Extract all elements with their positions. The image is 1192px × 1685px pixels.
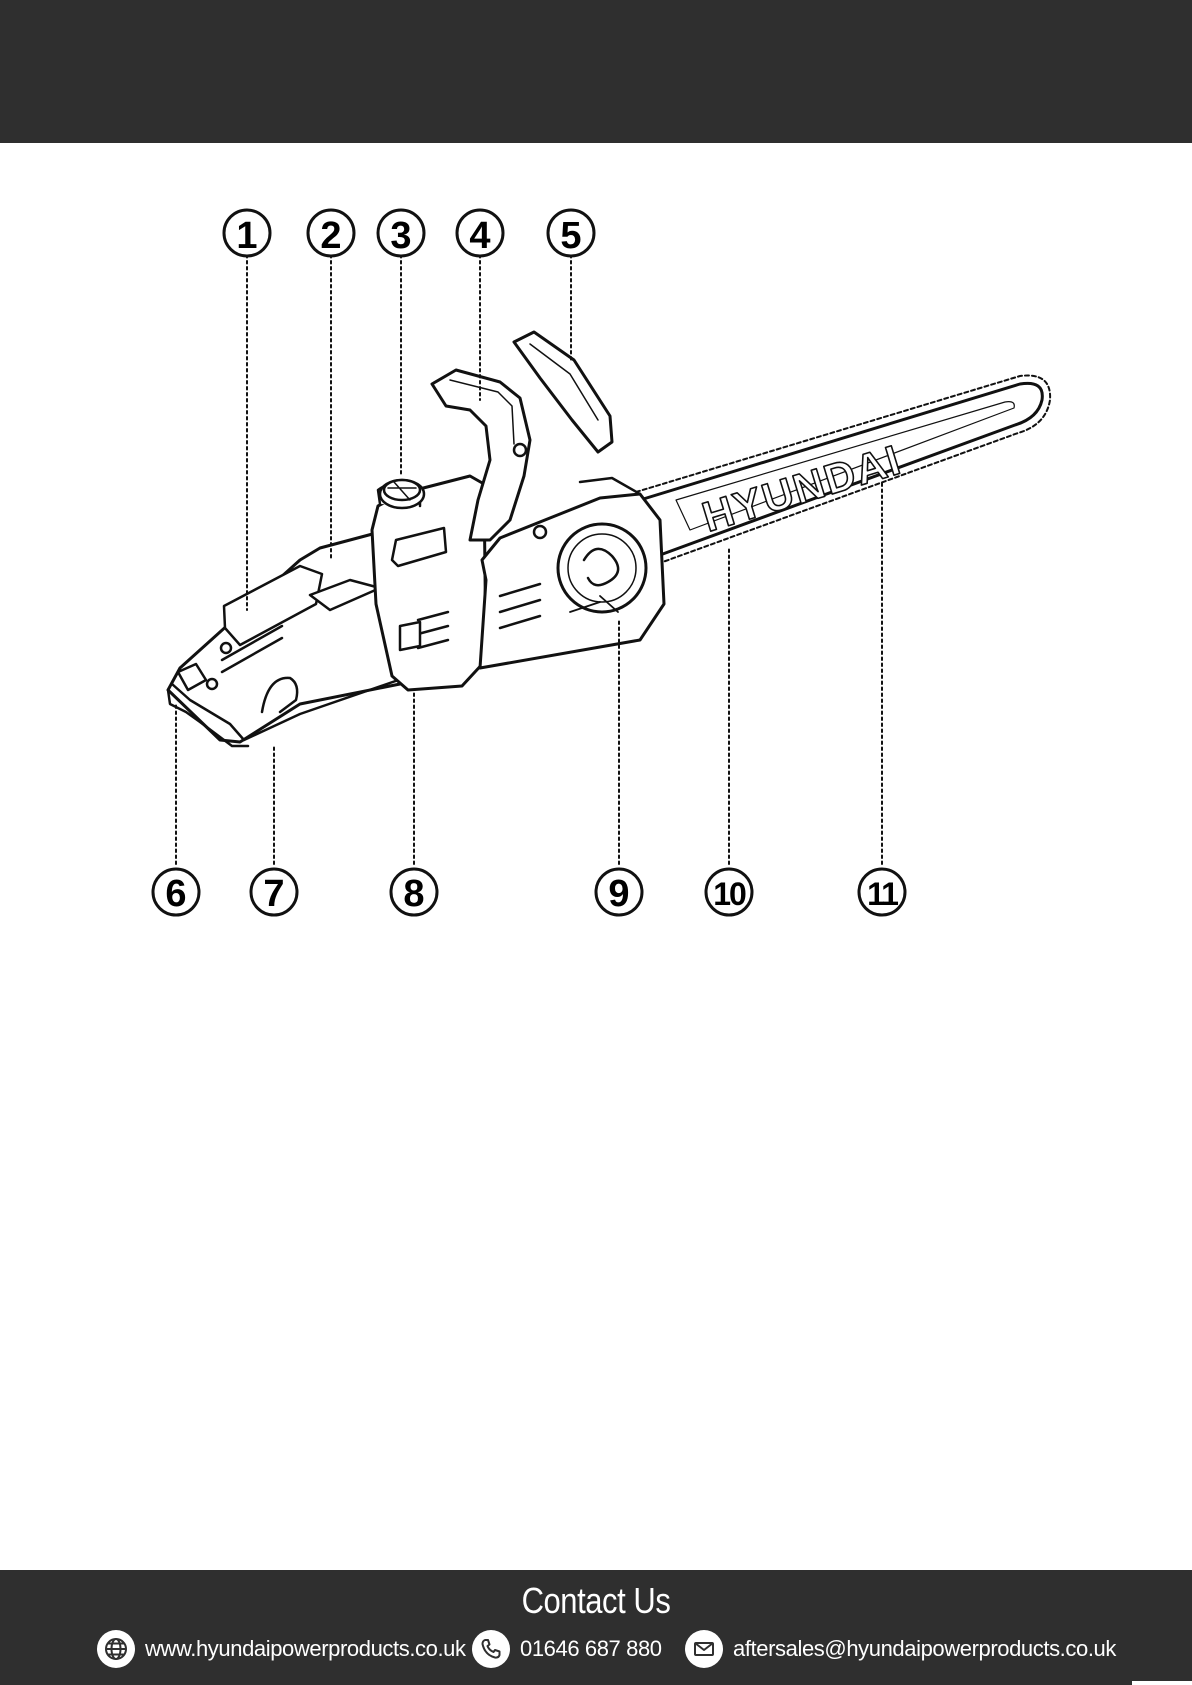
motor-housing [372, 476, 486, 690]
callout-7: 7 [251, 869, 297, 915]
svg-text:10: 10 [713, 876, 746, 912]
svg-text:3: 3 [390, 215, 411, 257]
chainsaw-parts-diagram: HYUNDAI 1 2 3 4 5 6 7 [0, 143, 1192, 1570]
svg-text:9: 9 [608, 873, 629, 915]
mail-icon [685, 1630, 723, 1668]
contact-footer: Contact Us www.hyundaipowerproducts.co.u… [0, 1570, 1192, 1685]
svg-text:7: 7 [263, 873, 284, 915]
callout-4: 4 [457, 210, 503, 257]
corner-mark [1132, 1681, 1192, 1685]
email-address[interactable]: aftersales@hyundaipowerproducts.co.uk [733, 1636, 1116, 1662]
website-link[interactable]: www.hyundaipowerproducts.co.uk [145, 1636, 466, 1662]
phone-icon [472, 1630, 510, 1668]
callout-3: 3 [378, 210, 424, 257]
phone-contact[interactable]: 01646 687 880 [472, 1628, 662, 1670]
header-bar [0, 0, 1192, 143]
svg-text:5: 5 [560, 215, 581, 257]
email-contact[interactable]: aftersales@hyundaipowerproducts.co.uk [685, 1628, 1116, 1670]
callout-8: 8 [391, 869, 437, 915]
callout-2: 2 [308, 210, 354, 257]
callout-11: 11 [859, 869, 905, 915]
contact-title: Contact Us [83, 1580, 1108, 1622]
phone-number[interactable]: 01646 687 880 [520, 1636, 662, 1662]
svg-text:2: 2 [320, 215, 341, 257]
svg-text:4: 4 [469, 215, 490, 257]
svg-text:11: 11 [867, 876, 898, 912]
svg-text:1: 1 [236, 215, 257, 257]
chainsaw-illustration: HYUNDAI 1 2 3 4 5 6 7 [0, 143, 1192, 1570]
globe-icon [97, 1630, 135, 1668]
callout-5: 5 [548, 210, 594, 257]
callout-1: 1 [224, 210, 270, 257]
svg-text:8: 8 [403, 873, 424, 915]
lock-button [400, 622, 420, 650]
chain-brake-hinge [580, 478, 640, 494]
callout-6: 6 [153, 869, 199, 915]
callout-9: 9 [596, 869, 642, 915]
svg-text:6: 6 [165, 873, 186, 915]
callout-10: 10 [706, 869, 752, 915]
website-contact[interactable]: www.hyundaipowerproducts.co.uk [97, 1628, 466, 1670]
